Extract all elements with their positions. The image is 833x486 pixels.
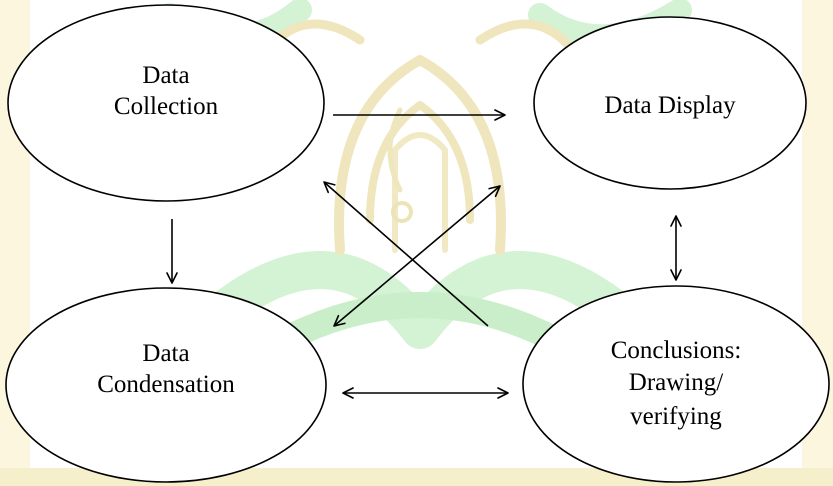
node-conclusions: Conclusions: Drawing/ verifying: [522, 285, 830, 483]
data-collection-label-line2: Collection: [114, 93, 219, 120]
conclusions-label-line3: verifying: [630, 403, 722, 430]
node-data-condensation: Data Condensation: [5, 287, 327, 483]
arrows: [166, 109, 682, 399]
conclusions-label-line2: Drawing/: [629, 369, 723, 396]
node-data-collection: Data Collection: [7, 4, 325, 202]
data-condensation-label-line1: Data: [142, 340, 189, 367]
data-display-ellipse: [533, 16, 807, 190]
conclusions-ellipse: [522, 285, 830, 483]
arrow-condensation-display: [333, 185, 501, 327]
conclusions-label-line1: Conclusions:: [611, 337, 742, 364]
node-data-display: Data Display: [533, 16, 807, 190]
data-condensation-label-line2: Condensation: [97, 371, 235, 398]
data-collection-label-line1: Data: [142, 62, 189, 89]
data-collection-ellipse: [7, 4, 325, 202]
data-condensation-ellipse: [5, 287, 327, 483]
data-display-label: Data Display: [604, 92, 736, 119]
